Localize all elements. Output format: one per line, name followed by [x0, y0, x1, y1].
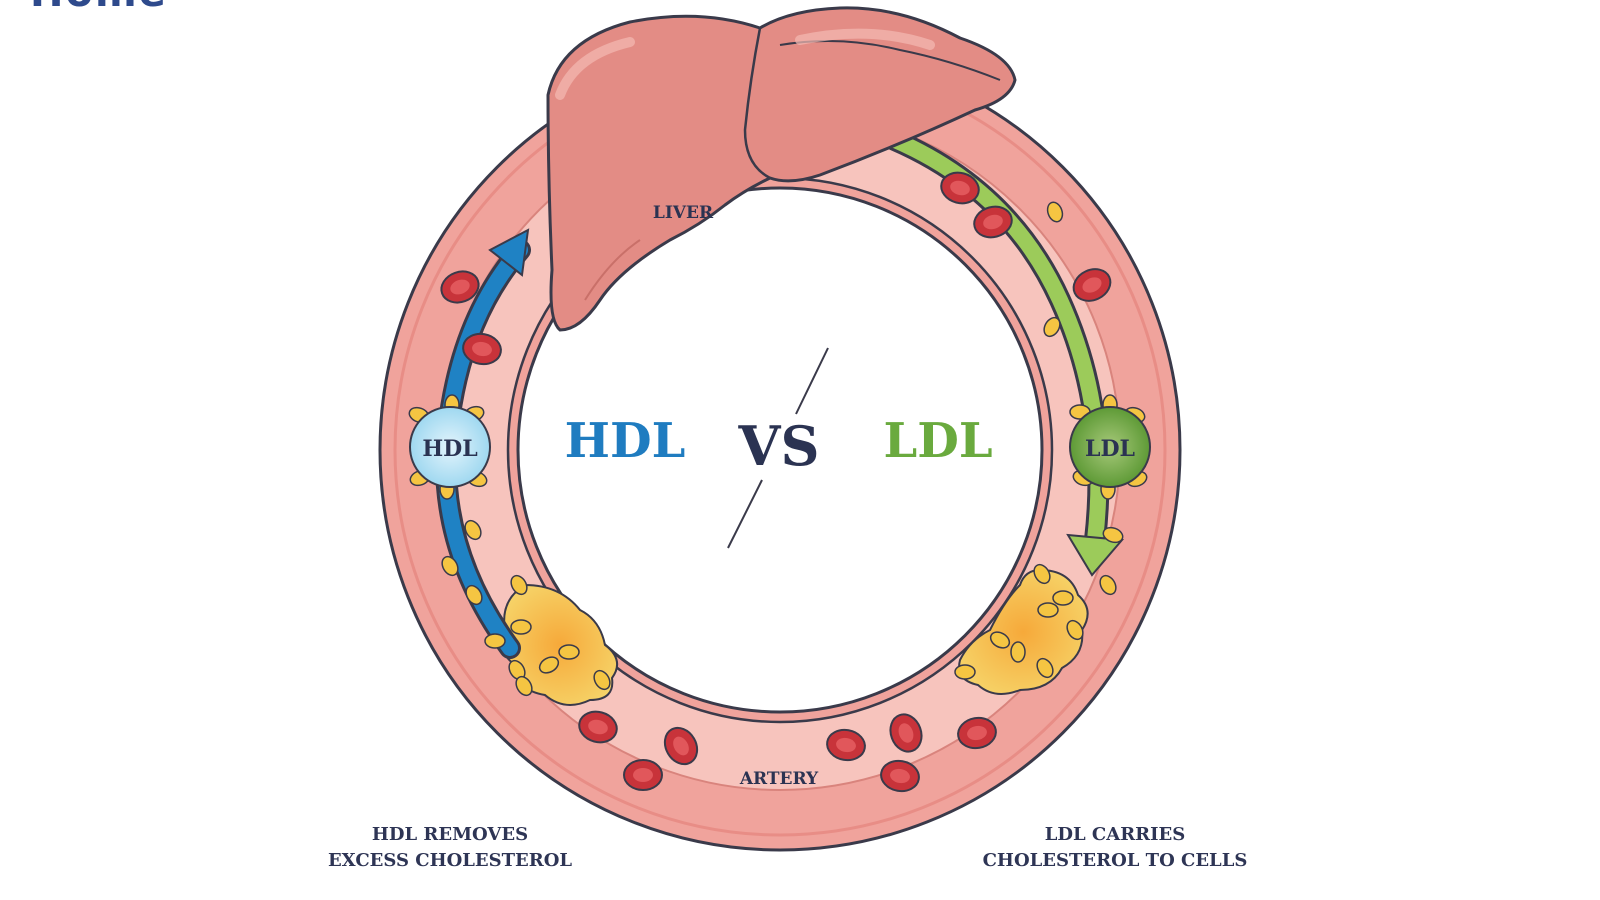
artery-label: ARTERY — [739, 769, 819, 789]
cholesterol-droplet-icon — [1010, 641, 1026, 663]
hdl-particle-icon: HDL — [409, 406, 491, 488]
red-blood-cell-icon — [880, 759, 920, 793]
red-blood-cell-icon — [578, 710, 618, 744]
hdl-particle-label: HDL — [422, 436, 477, 462]
cholesterol-droplet-icon — [538, 656, 560, 674]
cholesterol-droplet-icon — [593, 669, 611, 691]
cholesterol-droplet-icon — [464, 519, 482, 541]
red-blood-cell-icon — [973, 205, 1013, 239]
red-blood-cells — [440, 171, 1112, 793]
ldl-caption-line2: CHOLESTEROL TO CELLS — [982, 850, 1248, 871]
cholesterol-droplet-icon — [1037, 602, 1059, 618]
cholesterol-droplet-icon — [510, 574, 528, 596]
cholesterol-droplet-icon — [558, 644, 580, 660]
vs-label: VS — [738, 414, 820, 478]
cholesterol-droplet-icon — [1043, 316, 1061, 338]
cholesterol-droplet-icon — [1066, 619, 1084, 641]
red-blood-cell-icon — [663, 726, 699, 766]
ldl-title: LDL — [883, 413, 992, 469]
red-blood-cell-icon — [957, 716, 997, 750]
ldl-particle-label: LDL — [1085, 436, 1135, 462]
header-fragment: Home — [30, 0, 168, 16]
cholesterol-droplet-icon — [1052, 590, 1074, 606]
cholesterol-droplet-icon — [1102, 526, 1124, 544]
cholesterol-droplet-icon — [1046, 201, 1064, 223]
cholesterol-droplet-icon — [515, 675, 533, 697]
hdl-caption: HDL REMOVES EXCESS CHOLESTEROL — [290, 822, 610, 874]
red-blood-cell-icon — [889, 713, 923, 753]
hdl-title: HDL — [565, 413, 686, 469]
hdl-caption-line1: HDL REMOVES — [371, 824, 529, 845]
ldl-caption: LDL CARRIES CHOLESTEROL TO CELLS — [955, 822, 1275, 874]
ldl-particle-icon: LDL — [1069, 406, 1151, 488]
liver-label: LIVER — [653, 203, 714, 223]
cholesterol-droplet-icon — [510, 619, 532, 635]
comparison-title: HDL VS LDL — [565, 347, 993, 549]
red-blood-cell-icon — [940, 171, 980, 205]
red-blood-cell-icon — [440, 270, 480, 304]
cholesterol-droplet-icon — [465, 584, 483, 606]
cholesterol-droplet-icon — [1033, 563, 1051, 585]
red-blood-cell-icon — [826, 728, 866, 762]
ldl-caption-line1: LDL CARRIES — [1044, 824, 1186, 845]
hdl-caption-line2: EXCESS CHOLESTEROL — [327, 850, 573, 871]
red-blood-cell-icon — [623, 759, 663, 791]
cholesterol-droplet-icon — [1099, 574, 1117, 596]
cholesterol-droplet-icon — [1036, 657, 1054, 679]
cholesterol-droplet-icon — [441, 555, 459, 577]
red-blood-cell-icon — [462, 332, 502, 366]
cholesterol-droplet-icon — [989, 631, 1011, 649]
red-blood-cell-icon — [1072, 268, 1112, 302]
cholesterol-droplet-icon — [484, 633, 506, 649]
cholesterol-droplet-icon — [954, 664, 976, 680]
liver-organ-icon: LIVER — [546, 6, 1017, 332]
